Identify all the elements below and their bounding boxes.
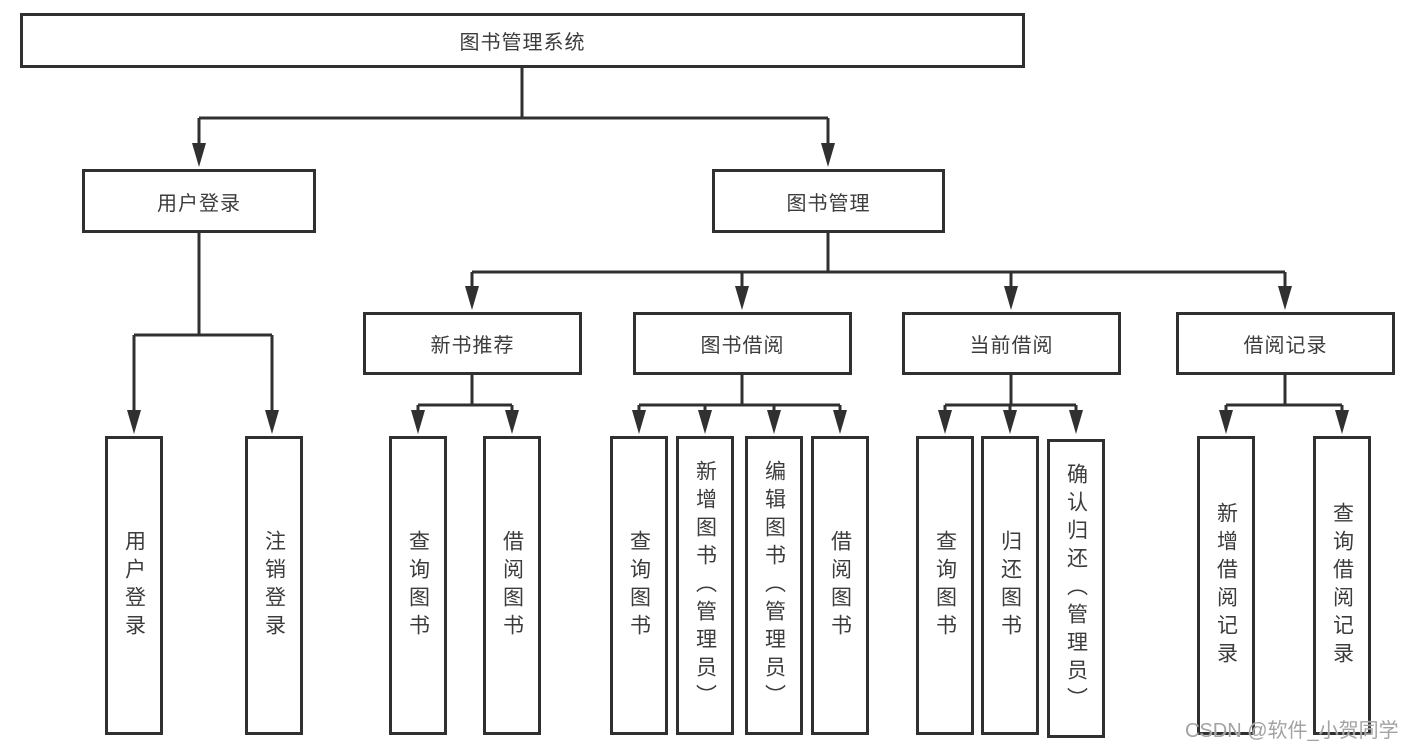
leaf-search-borrow-record: 查询借阅记录 — [1313, 436, 1371, 735]
leaf-search-books-current: 查询图书 — [916, 436, 974, 735]
arrowheads — [127, 143, 1349, 434]
node-root: 图书管理系统 — [20, 13, 1025, 68]
leaf-search-books-borrowing: 查询图书 — [610, 436, 668, 735]
leaf-logout: 注销登录 — [245, 436, 303, 735]
leaf-confirm-return-admin: 确认归还（管理员） — [1047, 439, 1105, 738]
node-borrowing-records: 借阅记录 — [1176, 312, 1395, 375]
node-new-book-recommend: 新书推荐 — [363, 312, 582, 375]
node-user-login: 用户登录 — [82, 169, 316, 233]
node-current-borrowing: 当前借阅 — [902, 312, 1121, 375]
node-book-management: 图书管理 — [712, 169, 945, 233]
watermark: CSDN @软件_小贺同学 — [1185, 720, 1399, 742]
leaf-user-login: 用户登录 — [105, 436, 163, 735]
leaf-borrow-books-borrowing: 借阅图书 — [811, 436, 869, 735]
leaf-borrow-books-recommend: 借阅图书 — [483, 436, 541, 735]
leaf-edit-book-admin: 编辑图书（管理员） — [745, 436, 803, 735]
leaf-return-books: 归还图书 — [981, 436, 1039, 735]
leaf-search-books-recommend: 查询图书 — [389, 436, 447, 735]
leaf-add-borrow-record: 新增借阅记录 — [1197, 436, 1255, 735]
leaf-add-book-admin: 新增图书（管理员） — [676, 436, 734, 735]
node-book-borrowing: 图书借阅 — [633, 312, 852, 375]
